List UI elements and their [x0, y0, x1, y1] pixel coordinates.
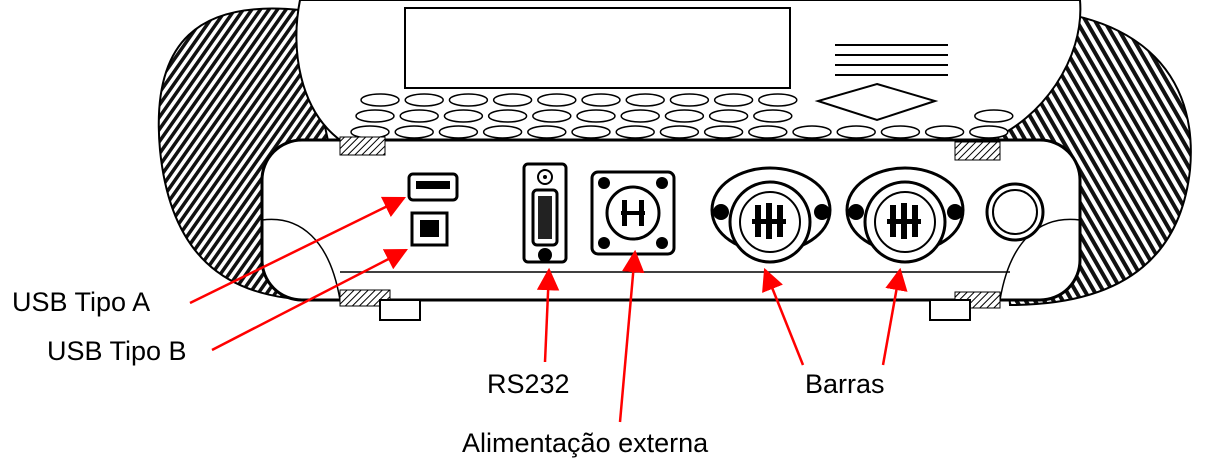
key [394, 125, 434, 139]
speaker-grille [835, 44, 948, 76]
power-connector [590, 170, 676, 256]
key [880, 125, 921, 139]
label-usb-tipo-a: USB Tipo A [12, 287, 151, 317]
key [487, 109, 528, 123]
bars-connector-1 [710, 166, 832, 264]
key [836, 125, 876, 139]
key [482, 125, 523, 139]
usb-b-port [410, 211, 449, 247]
key [537, 93, 577, 107]
key [399, 109, 439, 123]
arrow-usb-b [211, 248, 408, 352]
key [792, 125, 832, 139]
rs232-port [522, 162, 568, 264]
annotation-arrows [189, 196, 908, 423]
arrow-bars-1 [762, 267, 805, 366]
key [924, 125, 965, 139]
bars-connector-2 [845, 166, 965, 264]
key [571, 125, 611, 139]
label-barras: Barras [805, 369, 885, 399]
key [350, 125, 390, 139]
key [527, 125, 567, 139]
arrow-usb-a [189, 196, 407, 305]
key [758, 93, 798, 107]
label-rs232: RS232 [487, 369, 570, 399]
key [355, 109, 395, 123]
arrow-bars-2 [881, 267, 908, 366]
key [974, 109, 1014, 123]
key [581, 93, 621, 107]
key [492, 93, 533, 107]
display-screen [404, 7, 791, 89]
key [576, 109, 616, 123]
key [669, 93, 710, 107]
top-housing [295, 0, 1082, 141]
key [620, 109, 660, 123]
key [404, 93, 444, 107]
key [625, 93, 665, 107]
round-cap [985, 182, 1045, 242]
arrow-power [618, 249, 645, 423]
key [708, 109, 749, 123]
key [360, 93, 400, 107]
key [659, 125, 700, 139]
key [532, 109, 572, 123]
key [713, 93, 754, 107]
key [664, 109, 705, 123]
arrow-rs232 [536, 267, 560, 363]
label-usb-tipo-b: USB Tipo B [47, 336, 187, 366]
key [443, 109, 484, 123]
key [969, 125, 1009, 139]
key [615, 125, 655, 139]
key [448, 93, 489, 107]
key [748, 125, 788, 139]
key [753, 109, 793, 123]
usb-a-port [407, 172, 459, 202]
key [703, 125, 744, 139]
label-alimentacao-externa: Alimentação externa [462, 428, 709, 458]
nav-pad [814, 82, 939, 122]
key [438, 125, 479, 139]
keypad [350, 93, 1014, 139]
